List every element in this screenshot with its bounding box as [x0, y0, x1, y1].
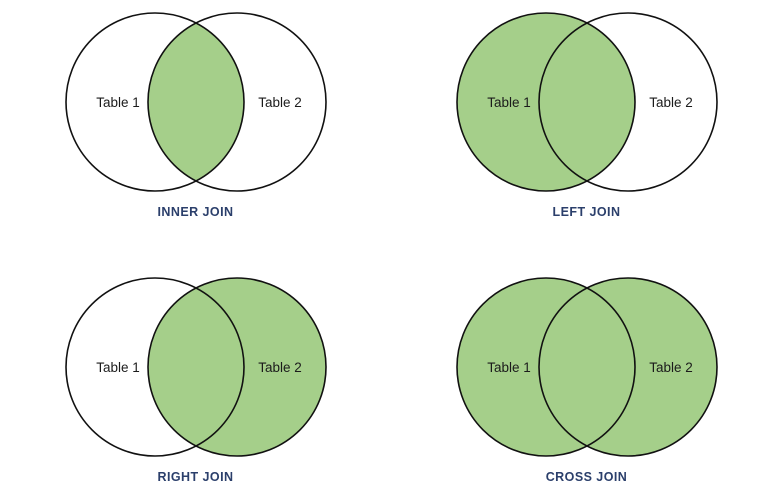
join-diagram-right-join: Table 1 Table 2 RIGHT JOIN — [0, 248, 391, 497]
venn-svg-right-join: Table 1 Table 2 — [65, 277, 327, 457]
right-circle-outline — [147, 277, 327, 457]
venn-svg-inner-join: Table 1 Table 2 — [65, 12, 327, 192]
join-title-left-join: LEFT JOIN — [552, 205, 621, 219]
join-title-inner-join: INNER JOIN — [157, 205, 234, 219]
right-table-label: Table 2 — [258, 95, 302, 110]
join-diagram-inner-join: Table 1 Table 2 INNER JOIN — [0, 0, 391, 248]
join-diagram-cross-join: Table 1 Table 2 CROSS JOIN — [391, 248, 782, 497]
join-title-cross-join: CROSS JOIN — [545, 470, 628, 484]
venn-area-left-join: Table 1 Table 2 — [391, 0, 782, 200]
right-table-label: Table 2 — [258, 360, 302, 375]
join-title-right-join: RIGHT JOIN — [157, 470, 234, 484]
left-table-label: Table 1 — [96, 95, 140, 110]
venn-area-cross-join: Table 1 Table 2 — [391, 265, 782, 465]
right-circle-outline — [538, 277, 718, 457]
intersection-fill — [539, 13, 635, 191]
left-table-label: Table 1 — [487, 360, 531, 375]
left-table-label: Table 1 — [96, 360, 140, 375]
right-circle-outline — [538, 12, 718, 192]
venn-area-inner-join: Table 1 Table 2 — [0, 0, 391, 200]
right-table-label: Table 2 — [649, 360, 693, 375]
left-circle-outline — [456, 12, 636, 192]
right-table-label: Table 2 — [649, 95, 693, 110]
right-circle-outline — [147, 12, 327, 192]
intersection-fill — [148, 278, 244, 456]
venn-area-right-join: Table 1 Table 2 — [0, 265, 391, 465]
venn-svg-cross-join: Table 1 Table 2 — [456, 277, 718, 457]
left-circle-outline — [65, 277, 245, 457]
intersection-fill — [539, 278, 635, 456]
join-diagram-left-join: Table 1 Table 2 LEFT JOIN — [391, 0, 782, 248]
venn-svg-left-join: Table 1 Table 2 — [456, 12, 718, 192]
left-table-label: Table 1 — [487, 95, 531, 110]
left-circle-outline — [456, 277, 636, 457]
intersection-fill — [148, 13, 244, 191]
left-circle-outline — [65, 12, 245, 192]
